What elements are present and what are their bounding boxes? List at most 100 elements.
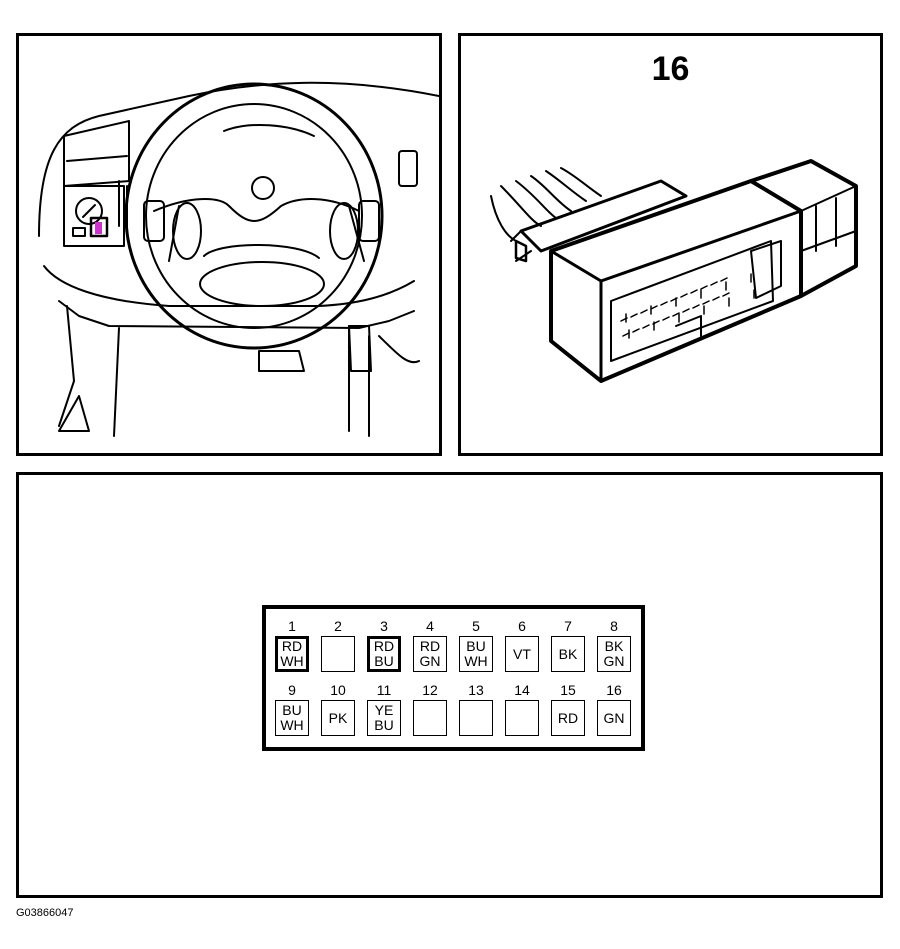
wire-color-code: RD [281,638,303,654]
pin-number: 2 [334,618,342,634]
pin-cavity: GN [597,700,631,736]
pin-number: 8 [610,618,618,634]
wire-color-code: WH [280,653,304,669]
wire-color-code: WH [464,653,488,669]
wire-bundle [500,167,602,227]
wire-color-code: BU [374,653,394,669]
pin-number: 14 [514,682,530,698]
connector-pin-count-label: 16 [651,50,690,88]
dash-top-line [38,81,439,237]
pin-cavity: BK [551,636,585,672]
steering-wheel-rim-inner [145,103,363,329]
connector-view-panel: 16 [458,33,883,456]
wire-color-code: YE [374,702,394,718]
pin-number: 1 [288,618,296,634]
pin-cavity [321,636,355,672]
pin-number: 9 [288,682,296,698]
connector-latch-housing [749,159,858,298]
brake-pedal [258,350,305,372]
pin-number: 4 [426,618,434,634]
right-spoke-buttons [329,202,359,260]
wire-color-code: BK [604,638,624,654]
connector-face [610,240,774,362]
pin-number: 15 [560,682,576,698]
dashboard-locator-panel [16,33,442,456]
wire-color-code: BU [466,638,486,654]
pin-number: 7 [564,618,572,634]
stalk-right [398,150,418,187]
wire-color-code: RD [557,709,579,726]
pin-number: 11 [376,682,392,698]
light-switch-knob [75,197,103,225]
left-spoke-buttons [172,202,202,260]
wire-color-code: WH [280,717,304,733]
wire-color-code: BU [282,702,302,718]
pin-2: 2 [319,618,357,672]
pin-cavity [459,700,493,736]
connector-lock-tab [750,240,782,299]
pin-number: 10 [330,682,346,698]
pin-number: 12 [422,682,438,698]
pin-13: 13 [457,682,495,736]
connector-body-outline [549,179,803,383]
wire-color-code: RD [419,638,441,654]
steering-wheel-emblem [251,176,275,200]
wire-color-code: GN [603,709,625,726]
vent-left [63,120,130,187]
connector-illustration [490,159,858,383]
wire-color-code: GN [419,653,441,669]
pin-number: 5 [472,618,480,634]
steering-hub [153,198,360,222]
pin-cavity: VT [505,636,539,672]
diagnostic-connector-highlight [95,222,102,234]
pedal-left [58,395,90,432]
wire-color-code: GN [603,653,625,669]
pin-cavity [505,700,539,736]
wire-color-code: BU [374,717,394,733]
pin-number: 13 [468,682,484,698]
dashboard-illustration [38,81,439,437]
steering-hub-pad [199,261,325,307]
pin-cavity: RD [551,700,585,736]
figure-id: G03866047 [16,907,74,919]
pin-number: 3 [380,618,388,634]
wire-color-code: VT [513,645,531,662]
wire-color-code: RD [373,638,395,654]
wire-color-code: BK [558,645,578,662]
connector-terminals [620,273,755,339]
steering-wheel-rim-outer [124,82,384,350]
pin-cavity [413,700,447,736]
accelerator-pedal [348,325,372,372]
switch-cluster [63,185,125,247]
pin-cavity: PK [321,700,355,736]
dash-lower-line [43,265,415,307]
wire-harness-back [519,179,688,253]
diagnostic-connector-location [89,216,109,238]
pin-number: 6 [518,618,526,634]
wire-color-code: PK [328,709,348,726]
pin-number: 16 [606,682,622,698]
pin-14: 14 [503,682,541,736]
pin-12: 12 [411,682,449,736]
